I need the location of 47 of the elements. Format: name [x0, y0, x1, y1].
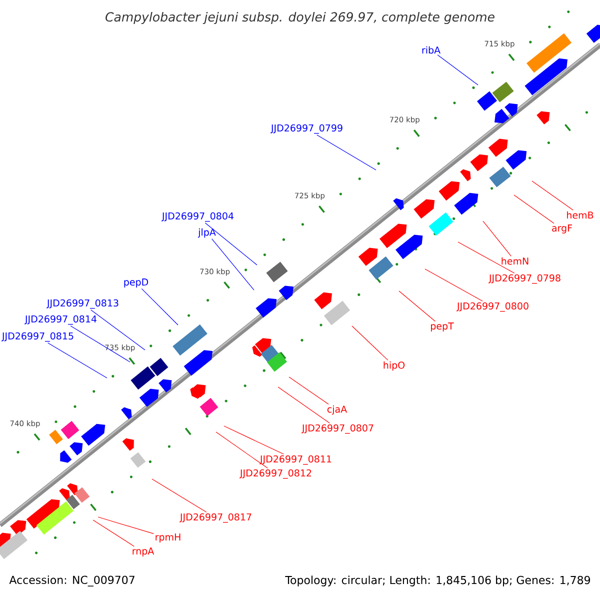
gene-label: JJD26997_0817	[179, 513, 252, 523]
leader-line	[278, 386, 330, 424]
gene-label: JJD26997_0800	[456, 302, 528, 312]
leader-line	[316, 134, 376, 170]
gene-label: argF	[552, 224, 572, 234]
leader-line	[92, 520, 134, 547]
gene-label: ribA	[422, 46, 440, 54]
leader-line	[211, 238, 254, 290]
gene-label: rpmH	[156, 534, 180, 542]
leader-line	[152, 478, 207, 512]
gene-label: JJD26997_0807	[301, 424, 374, 434]
gene-label: JJD26997_0815	[1, 332, 74, 342]
title: Campylobacter jejuni subsp. doylei 269.97, complete genome	[106, 12, 494, 24]
gene-label: JJD26997_0814	[24, 315, 96, 325]
leader-line	[204, 222, 258, 266]
leader-line	[458, 242, 515, 274]
genome-info-text: Topology: circular; Length: 1,845,106 bp; Genes: 1,789	[285, 576, 590, 586]
gene-label: JJD26997_0813	[46, 299, 118, 309]
leader-line	[437, 54, 478, 86]
gene-label: hemN	[502, 257, 528, 265]
gene-label: rnpA	[132, 548, 154, 556]
accession-text: Accession: NC_009707	[9, 576, 134, 586]
gene-label: JJD26997_0811	[259, 455, 332, 465]
leader-line	[514, 194, 554, 224]
leader-line	[482, 220, 512, 256]
leader-line	[216, 432, 268, 468]
gene-label: pepT	[431, 322, 454, 332]
leader-line	[224, 426, 284, 454]
gene-label: pepD	[124, 278, 148, 288]
leader-line	[90, 310, 146, 350]
gene-label: JJD26997_0798	[488, 274, 560, 284]
gene-label: hemB	[567, 211, 594, 219]
gene-label: JJD26997_0799	[270, 124, 342, 134]
leader-line	[532, 180, 574, 210]
leader-line	[352, 326, 388, 360]
leader-line	[70, 326, 130, 362]
gene-label: jlpA	[198, 228, 216, 238]
gene-label: cjaA	[327, 405, 348, 415]
leader-line	[98, 516, 154, 534]
gene-label: JJD26997_0812	[239, 469, 312, 479]
gene-label: hipO	[384, 361, 405, 371]
leader-line	[398, 290, 436, 322]
gene-label: JJD26997_0804	[161, 212, 234, 222]
leader-line	[288, 376, 329, 404]
leader-line	[424, 268, 483, 302]
leader-line	[48, 342, 108, 378]
leader-line	[141, 288, 178, 326]
